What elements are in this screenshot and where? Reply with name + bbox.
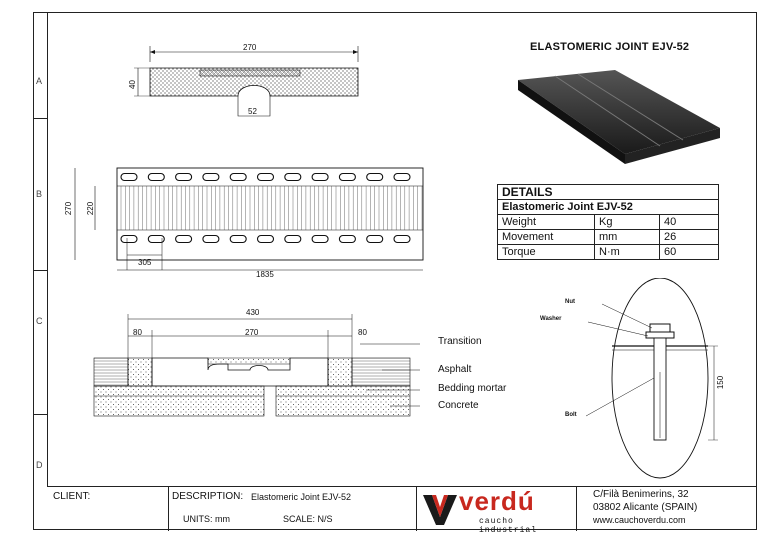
row-unit: mm bbox=[594, 229, 660, 245]
bolt-slot bbox=[311, 172, 329, 182]
bolt-slot bbox=[256, 172, 275, 182]
dim-plan-length: 1835 bbox=[256, 270, 274, 279]
bolt-slot bbox=[202, 172, 220, 182]
description-label: DESCRIPTION: bbox=[172, 491, 244, 502]
zone-divider bbox=[33, 414, 47, 415]
table-row: Weight Kg 40 bbox=[497, 214, 719, 230]
scale-label: SCALE: N/S bbox=[283, 514, 333, 524]
zone-column bbox=[33, 12, 48, 486]
description-value: Elastomeric Joint EJV-52 bbox=[251, 492, 352, 502]
bolt-slot bbox=[338, 172, 356, 182]
drawing-title: ELASTOMERIC JOINT EJV-52 bbox=[530, 41, 690, 53]
row-value: 26 bbox=[659, 229, 719, 245]
zone-divider bbox=[33, 118, 47, 119]
installation-section-view bbox=[93, 314, 420, 417]
zone-label-a: A bbox=[36, 76, 43, 86]
details-table: DETAILS Elastomeric Joint EJV-52 Weight … bbox=[497, 184, 719, 260]
zone-label-d: D bbox=[36, 460, 43, 470]
bolt-slot bbox=[202, 234, 220, 244]
plan-view bbox=[74, 167, 424, 271]
table-row: Movement mm 26 bbox=[497, 229, 719, 245]
label-transition: Transition bbox=[438, 336, 482, 347]
bolt-slot bbox=[393, 172, 411, 182]
brand-subtitle: caucho industrial bbox=[479, 517, 538, 535]
bolt-slot bbox=[393, 234, 411, 244]
brand-name: verdú bbox=[459, 486, 535, 516]
cross-section-view bbox=[134, 46, 359, 117]
label-bedding: Bedding mortar bbox=[438, 383, 507, 394]
row-value: 60 bbox=[659, 244, 719, 260]
units-label: UNITS: mm bbox=[183, 514, 230, 524]
table-row: Torque N·m 60 bbox=[497, 244, 719, 260]
bolt-slot bbox=[229, 172, 247, 182]
dim-section-gap: 52 bbox=[248, 107, 257, 116]
dim-plan-pitch: 305 bbox=[138, 258, 152, 267]
row-name: Weight bbox=[497, 214, 595, 230]
zone-label-c: C bbox=[36, 316, 43, 326]
brand-cell: verdú caucho industrial bbox=[417, 486, 577, 535]
bolt-detail-view bbox=[585, 278, 718, 479]
verdu-logo-icon bbox=[423, 495, 457, 525]
bolt-slot bbox=[120, 172, 138, 182]
label-asphalt: Asphalt bbox=[438, 364, 472, 375]
address-cell: C/Filà Benimerins, 32 03802 Alicante (SP… bbox=[577, 487, 757, 531]
details-subheader: Elastomeric Joint EJV-52 bbox=[497, 199, 719, 215]
dim-plan-width: 270 bbox=[64, 201, 74, 216]
bolt-slot bbox=[284, 172, 302, 182]
label-concrete: Concrete bbox=[438, 400, 479, 411]
row-value: 40 bbox=[659, 214, 719, 230]
dim-install-mid: 270 bbox=[245, 328, 259, 337]
bolt-slot bbox=[366, 172, 384, 182]
dim-install-right: 80 bbox=[358, 328, 367, 337]
bolt-slot bbox=[256, 234, 275, 244]
bolt-slot bbox=[175, 172, 193, 182]
row-unit: N·m bbox=[594, 244, 660, 260]
product-render bbox=[518, 70, 720, 164]
bolt-slot bbox=[175, 234, 193, 244]
zone-divider bbox=[33, 270, 47, 271]
label-bolt: Bolt bbox=[565, 412, 577, 418]
row-name: Torque bbox=[497, 244, 595, 260]
bolt-slot bbox=[120, 234, 138, 244]
row-unit: Kg bbox=[594, 214, 660, 230]
client-label: CLIENT: bbox=[53, 491, 91, 502]
label-nut: Nut bbox=[565, 299, 575, 305]
dim-install-total: 430 bbox=[246, 308, 260, 317]
row-name: Movement bbox=[497, 229, 595, 245]
label-washer: Washer bbox=[540, 316, 562, 322]
bolt-slot bbox=[284, 234, 302, 244]
bolt-slot bbox=[311, 234, 329, 244]
address-line-1: C/Filà Benimerins, 32 bbox=[593, 489, 689, 500]
bolt-slot bbox=[147, 234, 165, 244]
dim-install-left: 80 bbox=[133, 328, 142, 337]
bolt-slot bbox=[366, 234, 384, 244]
drawing-frame bbox=[33, 12, 757, 530]
address-line-2: 03802 Alicante (SPAIN) bbox=[593, 502, 698, 513]
description-cell: DESCRIPTION: Elastomeric Joint EJV-52 UN… bbox=[169, 487, 417, 531]
title-block: CLIENT: DESCRIPTION: Elastomeric Joint E… bbox=[47, 486, 757, 535]
dim-section-width: 270 bbox=[243, 43, 257, 52]
zone-label-b: B bbox=[36, 189, 43, 199]
bolt-slot bbox=[338, 234, 356, 244]
bolt-slot bbox=[229, 234, 247, 244]
dim-plan-inner: 220 bbox=[86, 201, 96, 216]
website-link[interactable]: www.cauchoverdu.com bbox=[593, 515, 686, 525]
dim-bolt-length: 150 bbox=[716, 375, 726, 390]
dim-section-height: 40 bbox=[127, 80, 137, 89]
details-header: DETAILS bbox=[497, 184, 719, 200]
bolt-slot bbox=[147, 172, 165, 182]
client-cell: CLIENT: bbox=[47, 487, 169, 531]
